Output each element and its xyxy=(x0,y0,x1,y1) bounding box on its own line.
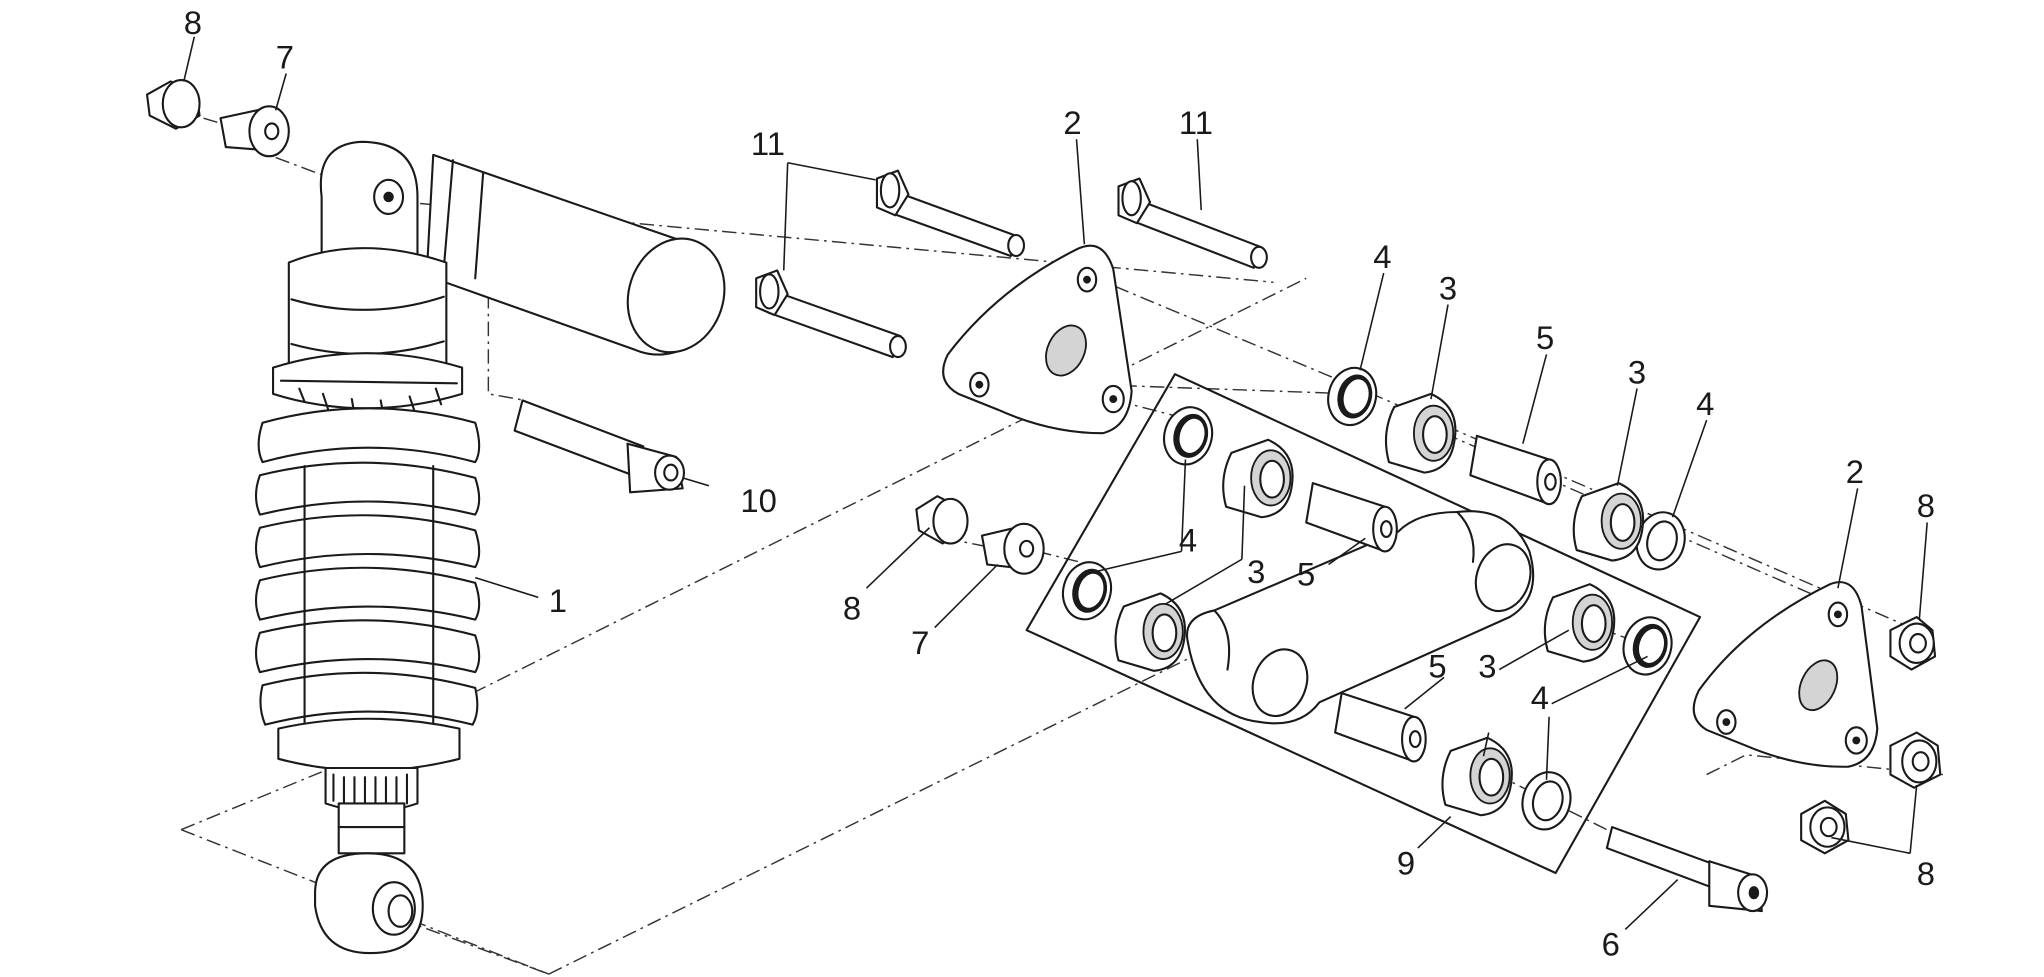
label-part-11: 11 xyxy=(751,125,785,162)
nuts-8-right xyxy=(1800,615,1942,855)
label-part-4: 4 xyxy=(1531,679,1549,716)
label-part-1: 1 xyxy=(549,582,567,619)
leader-lines xyxy=(183,36,1928,931)
bolt-6 xyxy=(1605,826,1769,913)
label-part-4: 4 xyxy=(1696,385,1714,422)
label-part-4: 4 xyxy=(1179,521,1197,558)
label-part-3: 3 xyxy=(1628,353,1646,390)
label-part-5: 5 xyxy=(1297,556,1315,593)
label-part-5: 5 xyxy=(1428,647,1446,684)
bushings-3 xyxy=(1114,392,1645,817)
bushing-and-nut-middle xyxy=(915,495,1045,575)
pin-10 xyxy=(513,399,686,494)
label-part-8: 8 xyxy=(1917,855,1935,892)
seals-4 xyxy=(1061,366,1686,831)
triangle-plate-right xyxy=(1692,581,1879,768)
triangle-plate-upper xyxy=(942,244,1133,435)
callout-labels: 8 7 11 11 2 4 3 5 3 4 2 8 1 10 4 3 5 8 7… xyxy=(184,4,1935,963)
spacers-5 xyxy=(1305,434,1562,763)
label-part-11: 11 xyxy=(1179,104,1213,141)
label-part-7: 7 xyxy=(911,624,929,661)
label-part-5: 5 xyxy=(1536,319,1554,356)
label-part-4: 4 xyxy=(1373,238,1391,275)
label-part-6: 6 xyxy=(1602,926,1620,963)
label-part-3: 3 xyxy=(1478,647,1496,684)
label-part-2: 2 xyxy=(1846,453,1864,490)
label-part-10: 10 xyxy=(740,482,777,519)
label-part-3: 3 xyxy=(1247,553,1265,590)
label-part-8: 8 xyxy=(1917,487,1935,524)
shock-absorber xyxy=(254,140,726,955)
label-part-9: 9 xyxy=(1397,844,1415,881)
bushing-and-nut-top-left xyxy=(145,79,290,158)
bolts-11 xyxy=(755,169,1268,359)
label-part-2: 2 xyxy=(1063,104,1081,141)
dog-bone-link xyxy=(1186,510,1535,725)
label-part-7: 7 xyxy=(276,38,294,75)
label-part-8: 8 xyxy=(843,590,861,627)
kit-9-outline xyxy=(1025,373,1702,875)
label-part-3: 3 xyxy=(1439,269,1457,306)
label-part-8: 8 xyxy=(184,4,202,41)
